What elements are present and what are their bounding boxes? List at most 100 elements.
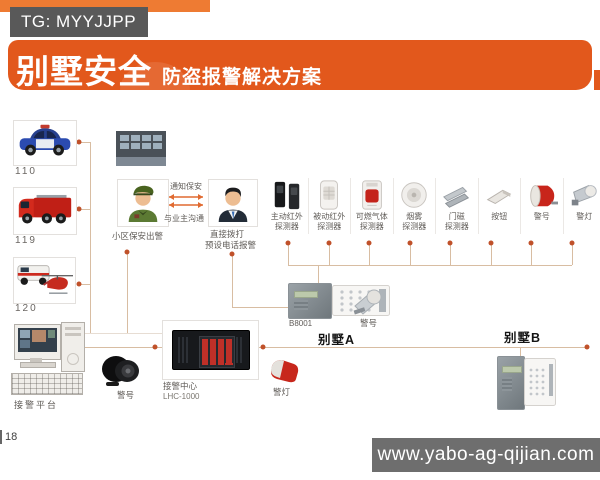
connector-dot <box>76 281 82 287</box>
connector-line <box>329 244 330 265</box>
connector-dot <box>285 240 291 246</box>
notify-security-label: 通知保安 <box>170 182 202 191</box>
detector-cell: 主动红外探测器 <box>266 178 309 234</box>
platform-siren-label: 警号 <box>117 390 135 400</box>
dispatch-120-box <box>13 257 76 304</box>
connector-dot <box>407 240 413 246</box>
detector-cell: 警号 <box>521 178 564 234</box>
connector-line <box>232 307 288 308</box>
alarm-center-label: 接警中心 <box>163 381 198 391</box>
page-title: 别墅安全 <box>16 53 152 90</box>
connector-dot <box>229 251 235 257</box>
monitor-base <box>20 362 56 368</box>
detector-cell: 按钮 <box>479 178 521 234</box>
communicate-owner-label: 与业主沟通 <box>164 214 204 223</box>
connector-dot <box>488 240 494 246</box>
detector-label: 门磁探测器 <box>444 212 469 232</box>
connector-line <box>288 265 572 266</box>
connector-dot <box>584 344 590 350</box>
platform-tower <box>61 322 85 372</box>
detector-label: 被动红外探测器 <box>313 212 346 232</box>
siren-icon <box>521 178 563 212</box>
alarm-center-model-label: LHC-1000 <box>163 392 200 401</box>
active-infrared-detector-icon <box>266 178 308 212</box>
platform-label: 接警平台 <box>14 400 59 410</box>
security-guard-box <box>117 179 169 227</box>
connector-line <box>80 209 91 210</box>
dispatch-110-label: 110 <box>15 166 37 177</box>
dispatch-119-box <box>13 187 77 235</box>
control-room-photo <box>116 131 166 166</box>
detector-label: 主动红外探测器 <box>270 212 303 232</box>
connector-dot <box>569 240 575 246</box>
ambulance-helicopter-icon <box>16 259 73 303</box>
detector-label: 按钮 <box>491 212 508 221</box>
detector-row: 主动红外探测器 被动红外探测器 <box>266 178 598 234</box>
villa-a-label: 别墅A <box>318 333 356 347</box>
detector-label: 可燃气体探测器 <box>355 212 388 232</box>
tg-watermark-badge: TG: MYYJJPP <box>10 7 148 37</box>
site-watermark-text: www.yabo-ag-qijian.com <box>377 444 595 465</box>
connector-line <box>257 347 587 348</box>
connector-dot <box>76 139 82 145</box>
smoke-detector-icon <box>394 178 436 212</box>
alarm-center-light-label: 警灯 <box>273 387 291 397</box>
dispatch-120-label: 120 <box>15 303 38 314</box>
connector-line <box>369 244 370 265</box>
homeowner-box <box>208 179 258 227</box>
villa-a-siren-icon <box>350 286 386 321</box>
connector-line <box>81 347 162 348</box>
gas-detector-icon <box>351 178 393 212</box>
page-number: 18 <box>0 430 17 444</box>
connector-line <box>410 244 411 265</box>
connector-line <box>80 284 91 285</box>
fire-truck-icon <box>16 189 74 234</box>
detector-label: 警灯 <box>576 212 593 221</box>
villa-b-alarm-keypad <box>524 358 556 411</box>
alarm-light-icon <box>564 178 600 212</box>
header-banner <box>8 40 592 90</box>
detector-cell: 烟雾探测器 <box>394 178 436 234</box>
dispatch-110-box <box>13 120 77 166</box>
passive-infrared-detector-icon <box>309 178 351 212</box>
villa-b-label: 别墅B <box>504 331 542 345</box>
connector-line <box>85 333 162 334</box>
connector-line <box>127 251 128 333</box>
alarm-center-rack <box>172 330 250 370</box>
connector-line <box>520 347 521 358</box>
connector-dot <box>528 240 534 246</box>
connector-dot <box>124 249 130 255</box>
detector-cell: 可燃气体探测器 <box>351 178 394 234</box>
connector-line <box>90 142 91 333</box>
platform-keyboard <box>11 373 83 395</box>
alarm-light-red-icon <box>264 356 302 391</box>
connector-dot <box>76 206 82 212</box>
homeowner-icon <box>212 180 254 227</box>
connector-line <box>572 244 573 265</box>
door-magnet-icon <box>436 178 478 212</box>
connector-line <box>531 244 532 265</box>
connector-dot <box>366 240 372 246</box>
panel-model-label: B8001 <box>289 319 313 328</box>
detector-cell: 门磁探测器 <box>436 178 479 234</box>
site-watermark-badge: www.yabo-ag-qijian.com <box>372 438 600 472</box>
detector-cell: 警灯 <box>564 178 600 234</box>
banner-edge-sliver <box>594 70 600 90</box>
connector-line <box>491 244 492 265</box>
police-car-icon <box>16 122 74 165</box>
connector-dot <box>260 344 266 350</box>
detector-label: 警号 <box>533 212 550 221</box>
connector-line <box>232 253 233 307</box>
dial-label-line1: 直接拨打 <box>210 229 245 239</box>
detector-label: 烟雾探测器 <box>402 212 427 232</box>
connector-dot <box>326 240 332 246</box>
page-subtitle: 防盗报警解决方案 <box>162 67 323 88</box>
platform-horn-speaker-icon <box>100 352 146 395</box>
connector-line <box>80 142 91 143</box>
exchange-arrows-icon <box>164 193 208 214</box>
emergency-button-icon <box>479 178 521 212</box>
connector-line <box>318 265 319 284</box>
connector-line <box>450 244 451 265</box>
monitor-stand <box>30 358 42 362</box>
